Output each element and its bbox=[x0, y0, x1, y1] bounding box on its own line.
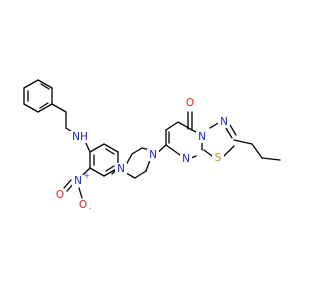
bond bbox=[81, 167, 91, 177]
bond bbox=[103, 143, 119, 153]
piperazine-nitrogen-left: N bbox=[115, 163, 127, 175]
bond bbox=[177, 121, 193, 131]
carbonyl-oxygen-label: O bbox=[186, 97, 194, 109]
fused-ring-nitrogen: N bbox=[196, 131, 208, 143]
nitro-oxygen-double: O bbox=[54, 189, 66, 201]
nitro-oxygen-double-label: O bbox=[56, 189, 64, 201]
nitro-nitrogen-label: N bbox=[74, 175, 82, 187]
bond bbox=[37, 79, 53, 89]
pyrimidine-nitrogen-label: N bbox=[182, 153, 190, 165]
bond bbox=[40, 83, 50, 90]
thiadiazole-sulfur-label: S bbox=[215, 152, 222, 164]
nitro-oxygen-single-charge: - bbox=[89, 205, 92, 213]
nitro-oxygen-single: O - bbox=[77, 199, 92, 213]
bond bbox=[78, 187, 83, 199]
bond bbox=[203, 149, 213, 157]
bond bbox=[134, 170, 147, 179]
molecule-diagram: O N N N S N N NH bbox=[23, 79, 281, 213]
bond bbox=[229, 124, 237, 136]
bond bbox=[105, 148, 115, 155]
bond bbox=[233, 139, 253, 145]
bond bbox=[251, 143, 263, 159]
bond bbox=[89, 143, 105, 153]
bond bbox=[63, 179, 72, 189]
bond bbox=[165, 144, 181, 156]
bond bbox=[131, 147, 143, 155]
nitro-nitrogen-charge: + bbox=[84, 172, 90, 180]
piperazine-nitrogen-left-label: N bbox=[117, 163, 125, 175]
thiadiazole-nitrogen: N bbox=[218, 116, 230, 128]
thiadiazole-sulfur: S bbox=[212, 152, 224, 164]
bond bbox=[51, 103, 67, 113]
piperazine-nitrogen-right-label: N bbox=[149, 149, 157, 161]
atom-labels: O N N N S N N NH bbox=[54, 97, 230, 213]
thiadiazole-nitrogen-label: N bbox=[220, 116, 228, 128]
piperazine-nitrogen-right: N bbox=[147, 149, 159, 161]
bond bbox=[23, 103, 39, 113]
bond bbox=[23, 79, 39, 89]
nitro-oxygen-single-label: O bbox=[79, 199, 87, 211]
amine-nh: NH bbox=[70, 131, 90, 143]
carbonyl-oxygen: O bbox=[184, 97, 196, 109]
bond bbox=[125, 172, 136, 179]
bond bbox=[39, 102, 49, 109]
pyrimidine-nitrogen: N bbox=[180, 153, 192, 165]
bond bbox=[89, 167, 105, 177]
bond bbox=[145, 159, 151, 172]
bond bbox=[37, 103, 53, 113]
bond-lines bbox=[23, 79, 281, 199]
nitro-nitrogen: N + bbox=[72, 172, 90, 187]
amine-nh-label: NH bbox=[72, 131, 88, 143]
fused-ring-nitrogen-label: N bbox=[198, 131, 206, 143]
structure-svg: O N N N S N N NH bbox=[23, 79, 281, 213]
bond bbox=[105, 165, 115, 172]
bond bbox=[165, 121, 179, 131]
bond bbox=[261, 157, 281, 161]
bond bbox=[225, 127, 233, 139]
bond bbox=[223, 145, 235, 157]
